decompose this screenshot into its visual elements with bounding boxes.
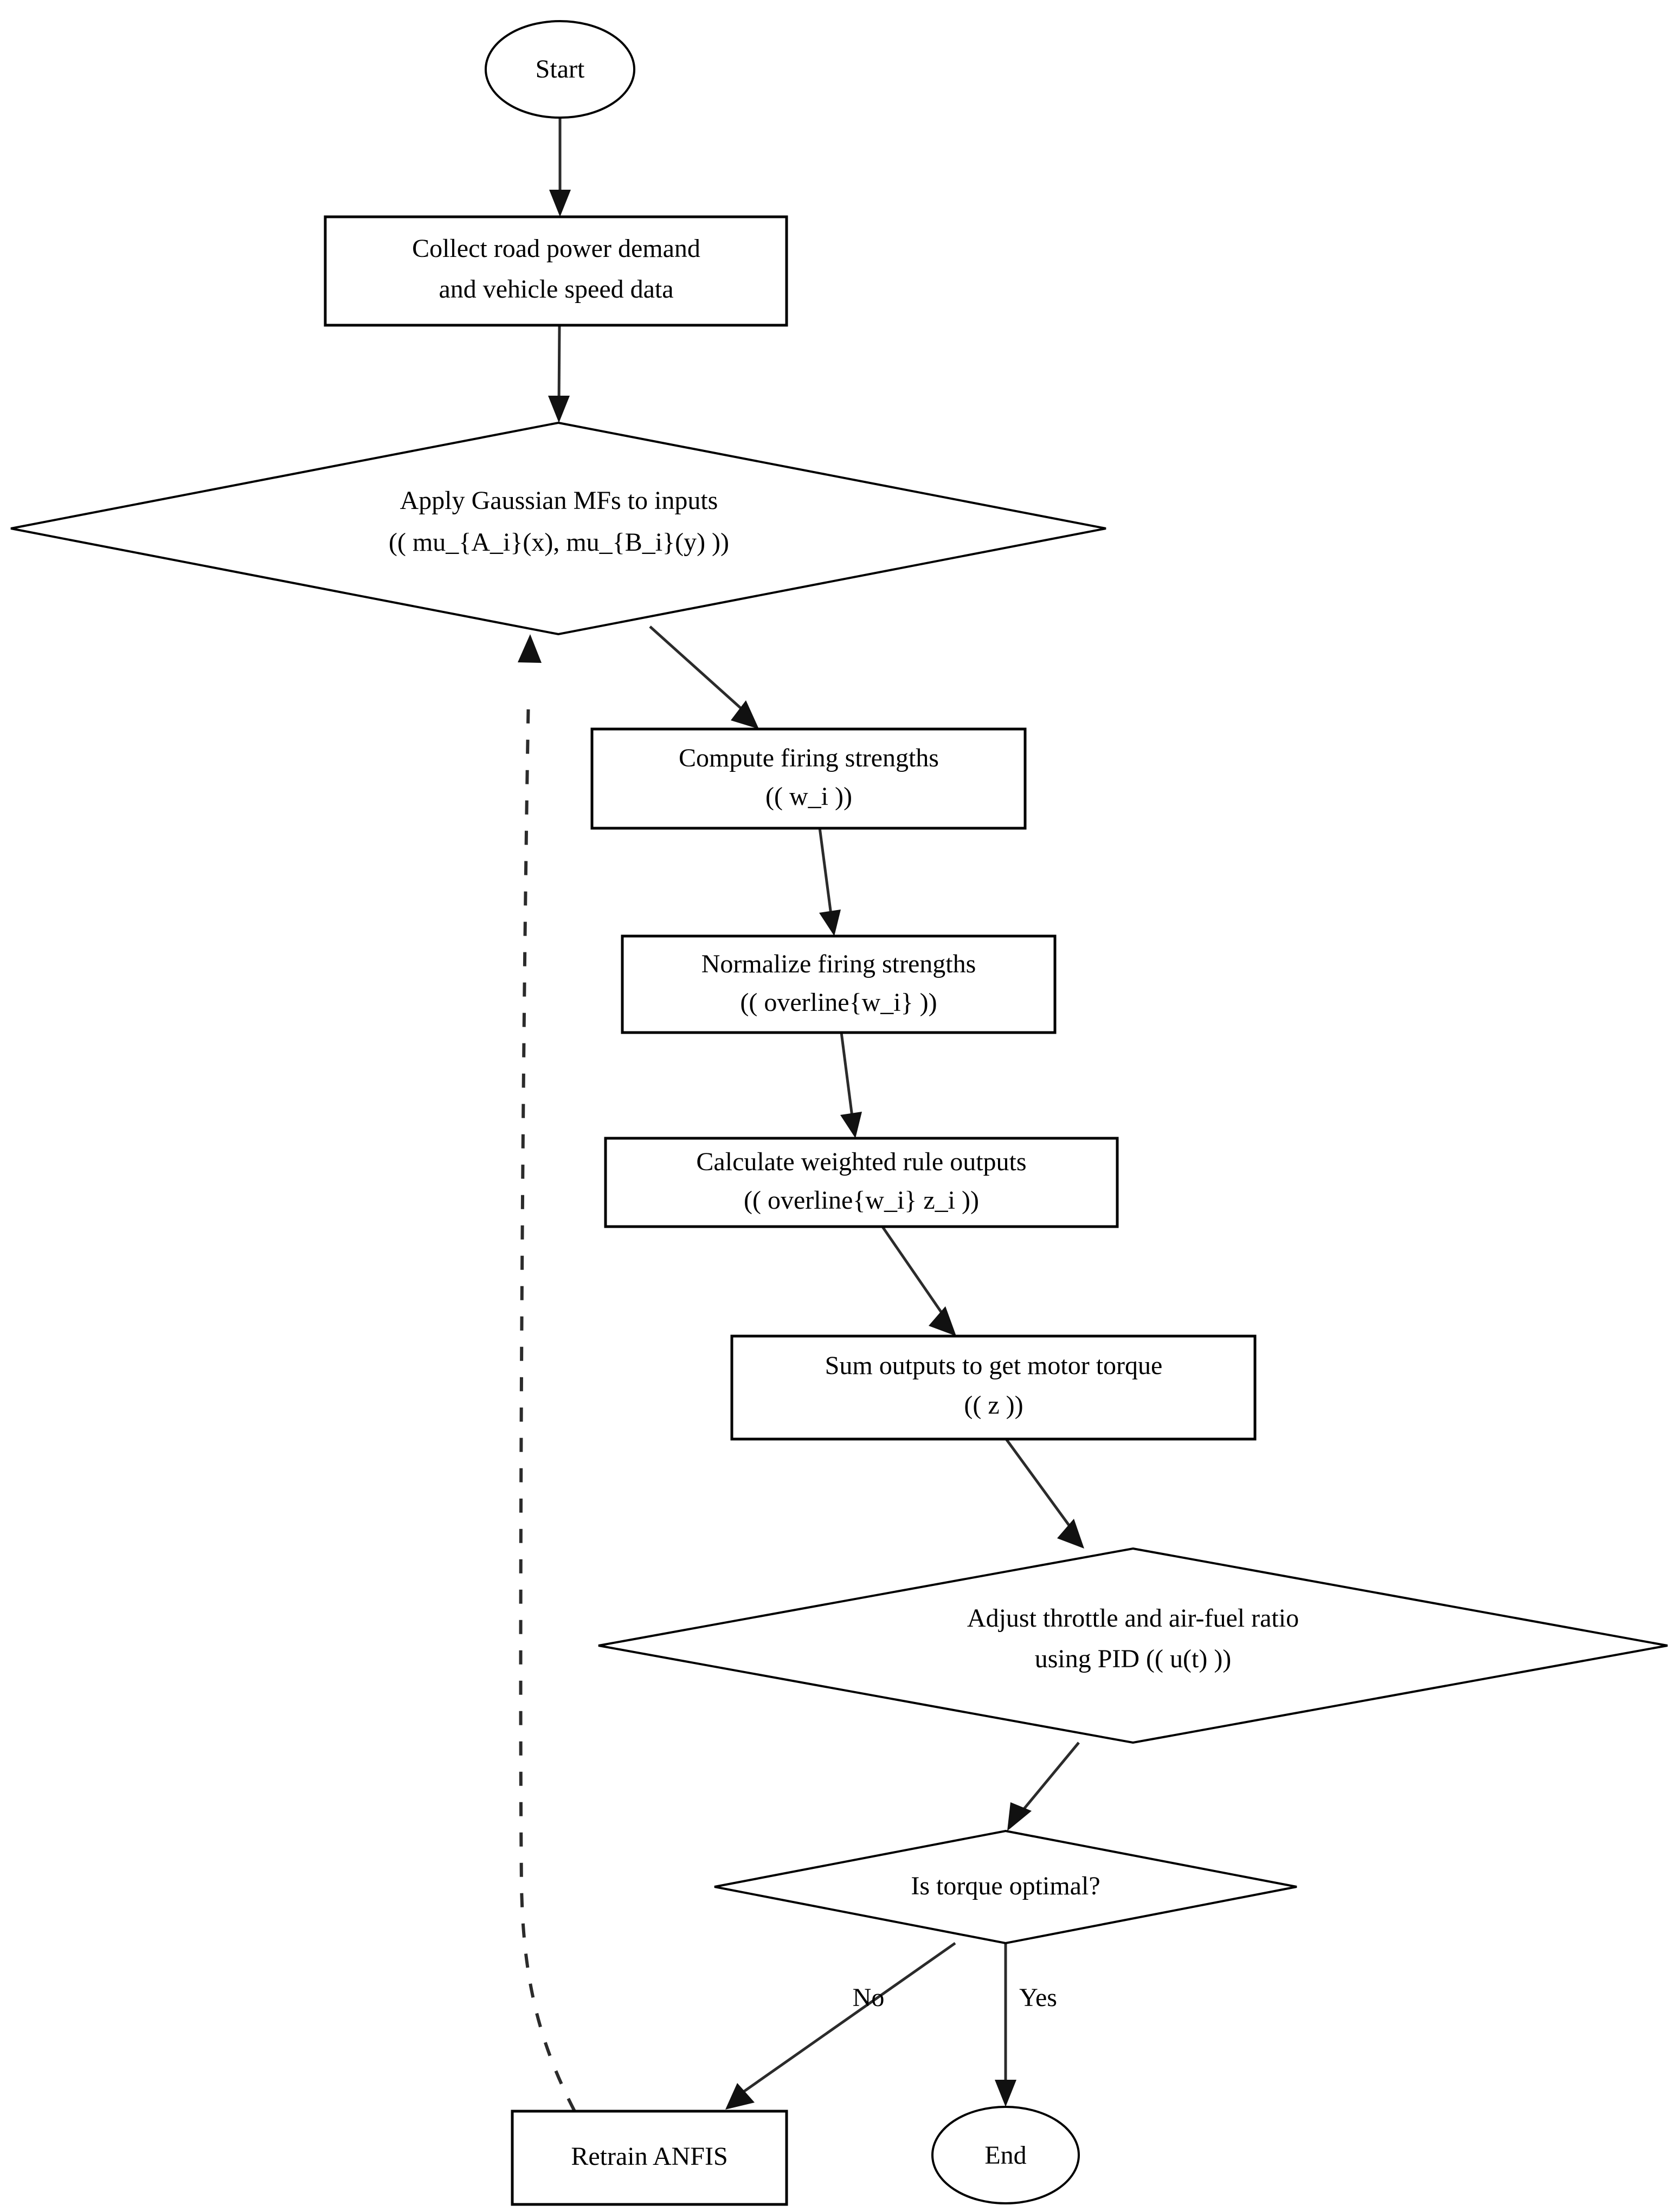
node-retrain-label: Retrain ANFIS	[571, 2142, 727, 2171]
node-gaussian-line1: Apply Gaussian MFs to inputs	[400, 486, 718, 515]
node-collect-line2: and vehicle speed data	[439, 275, 673, 304]
node-collect-data[interactable]: Collect road power demand and vehicle sp…	[324, 215, 788, 327]
node-calculate-weighted-outputs[interactable]: Calculate weighted rule outputs (( overl…	[604, 1137, 1119, 1228]
arrowhead-icon	[549, 190, 571, 217]
node-sum-line2: (( z ))	[964, 1391, 1023, 1420]
arrowhead-icon	[731, 700, 759, 729]
edge-decision-to-end: Yes	[995, 1943, 1057, 2107]
node-firing-line1: Compute firing strengths	[679, 744, 939, 772]
arrowhead-icon	[1007, 1802, 1032, 1831]
edge-label-yes: Yes	[1019, 1983, 1057, 2012]
edge-weighted-to-sum	[880, 1225, 956, 1336]
node-compute-firing-strengths[interactable]: Compute firing strengths (( w_i ))	[590, 727, 1027, 830]
edge-retrain-to-gaussian-feedback	[518, 634, 576, 2112]
node-pid-line1: Adjust throttle and air-fuel ratio	[967, 1604, 1299, 1633]
node-gaussian-line2: (( mu_{A_i}(x), mu_{B_i}(y) ))	[389, 528, 729, 557]
node-end-label: End	[984, 2141, 1026, 2170]
edge-gaussian-to-firing	[649, 625, 759, 729]
arrowhead-icon	[929, 1306, 956, 1336]
node-adjust-throttle-pid[interactable]: Adjust throttle and air-fuel ratio using…	[598, 1547, 1668, 1744]
node-normalize-firing-strengths[interactable]: Normalize firing strengths (( overline{w…	[621, 934, 1057, 1034]
arrowhead-icon	[819, 910, 841, 936]
node-start[interactable]: Start	[485, 20, 635, 119]
node-weighted-line1: Calculate weighted rule outputs	[696, 1147, 1026, 1176]
node-sum-line1: Sum outputs to get motor torque	[825, 1351, 1163, 1380]
node-apply-gaussian-mfs[interactable]: Apply Gaussian MFs to inputs (( mu_{A_i}…	[10, 421, 1106, 636]
node-end[interactable]: End	[931, 2106, 1080, 2204]
node-is-torque-optimal[interactable]: Is torque optimal?	[714, 1829, 1297, 1945]
node-normalize-line2: (( overline{w_i} ))	[740, 988, 937, 1017]
edge-start-to-collect	[549, 117, 571, 217]
node-pid-line2: using PID (( u(t) ))	[1035, 1645, 1232, 1673]
node-retrain-anfis[interactable]: Retrain ANFIS	[511, 2110, 788, 2206]
arrowhead-icon	[518, 634, 542, 663]
node-sum-outputs[interactable]: Sum outputs to get motor torque (( z ))	[730, 1334, 1257, 1441]
node-normalize-line1: Normalize firing strengths	[701, 950, 976, 978]
arrowhead-icon	[995, 2080, 1016, 2107]
arrowhead-icon	[548, 396, 570, 423]
node-weighted-line2: (( overline{w_i} z_i ))	[744, 1186, 979, 1215]
edge-sum-to-pid	[1005, 1438, 1084, 1549]
arrowhead-icon	[1057, 1519, 1084, 1549]
arrowhead-icon	[840, 1112, 862, 1138]
arrowhead-icon	[725, 2083, 755, 2110]
node-collect-line1: Collect road power demand	[412, 234, 700, 263]
edge-label-no: No	[853, 1983, 885, 2012]
edge-decision-to-retrain: No	[725, 1942, 956, 2110]
node-start-label: Start	[536, 55, 585, 83]
edge-normalize-to-weighted	[840, 1032, 862, 1138]
node-decision-label: Is torque optimal?	[911, 1872, 1100, 1900]
node-firing-line2: (( w_i ))	[765, 782, 852, 811]
edge-firing-to-normalize	[818, 827, 841, 936]
edge-collect-to-gaussian	[548, 325, 570, 423]
edge-pid-to-decision	[1007, 1742, 1080, 1831]
